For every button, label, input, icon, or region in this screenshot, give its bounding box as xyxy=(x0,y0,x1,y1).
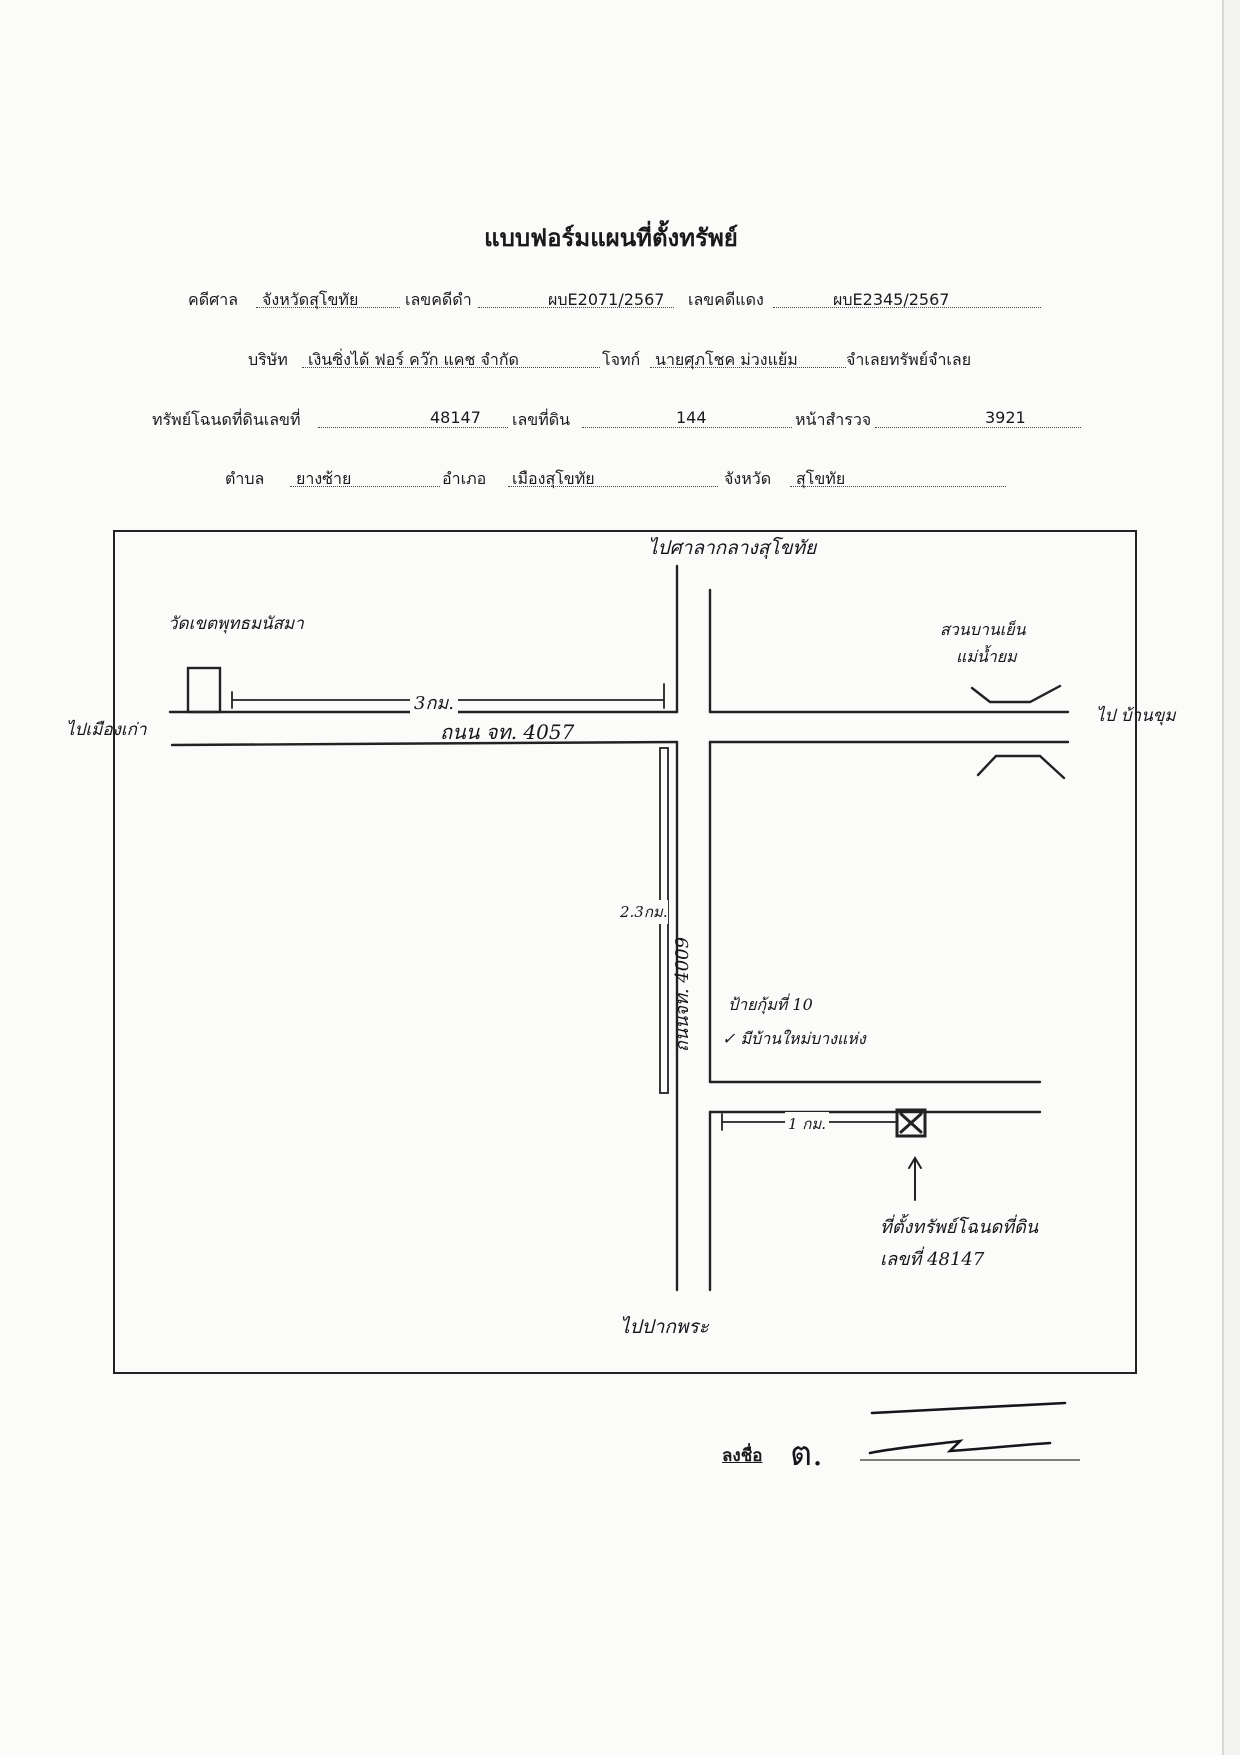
east-label: ไป บ้านขุม xyxy=(1096,706,1176,726)
distance-lane-label: 1 กม. xyxy=(785,1112,830,1136)
company-label: บริษัท xyxy=(248,350,288,369)
signature-scribble xyxy=(860,1401,1080,1461)
main-road-label: ถนน จท. 4057 xyxy=(440,720,575,744)
land-no-label: เลขที่ดิน xyxy=(512,410,571,429)
location-row: ตำบล ยางซ้าย อำเภอ เมืองสุโขทัย จังหวัด … xyxy=(0,467,1222,491)
road-line xyxy=(170,740,679,747)
park-label-2: แม่น้ำยม xyxy=(956,647,1017,666)
tambon-label: ตำบล xyxy=(225,469,265,488)
temple-label: วัดเขตพุทธมนัสมา xyxy=(168,614,304,634)
case-row: คดีศาล จังหวัดสุโขทัย เลขคดีดำ ผบE2071/2… xyxy=(0,288,1222,312)
defendant-label: จำเลยทรัพย์จำเลย xyxy=(846,350,972,369)
amphoe-value: เมืองสุโขทัย xyxy=(512,469,595,488)
distance-south-label: 2.3กม. xyxy=(620,900,668,924)
survey-value: 3921 xyxy=(985,408,1026,427)
landmark-sign: ป้ายกุ้มที่ 10 xyxy=(728,995,813,1014)
black-no-label: เลขคดีดำ xyxy=(405,290,472,309)
west-label: ไปเมืองเก่า xyxy=(66,720,147,740)
landmark-houses: ✓ มีบ้านใหม่บางแห่ง xyxy=(722,1029,866,1048)
deed-label: ทรัพย์โฉนดที่ดินเลขที่ xyxy=(152,410,301,429)
plaintiff-label: โจทก์ xyxy=(602,350,641,369)
amphoe-label: อำเภอ xyxy=(442,469,487,488)
property-label-1: ที่ตั้งทรัพย์โฉนดที่ดิน xyxy=(880,1217,1039,1238)
property-row: ทรัพย์โฉนดที่ดินเลขที่ 48147 เลขที่ดิน 1… xyxy=(0,408,1222,432)
side-road-label: ถนนจท. 4009 xyxy=(672,936,694,1053)
bridge-icon xyxy=(976,754,1066,780)
land-no-value: 144 xyxy=(676,408,707,427)
temple-icon xyxy=(186,666,222,714)
province-label: จังหวัด xyxy=(724,469,772,488)
red-no-value: ผบE2345/2567 xyxy=(833,290,950,309)
court-label: คดีศาล xyxy=(188,290,239,309)
map-frame xyxy=(113,530,1137,1374)
survey-label: หน้าสำรวจ xyxy=(795,410,872,429)
deed-value: 48147 xyxy=(430,408,481,427)
court-value: จังหวัดสุโขทัย xyxy=(262,290,359,309)
north-label: ไปศาลากลางสุโขทัย xyxy=(648,537,817,559)
province-value: สุโขทัย xyxy=(796,469,846,488)
distance-west-label: 3กม. xyxy=(410,688,458,717)
property-marker-icon xyxy=(895,1108,927,1138)
south-label: ไปปากพระ xyxy=(620,1316,709,1338)
black-no-value: ผบE2071/2567 xyxy=(548,290,665,309)
company-value: เงินซิ่งได้ ฟอร์ คว๊ก แคช จำกัด xyxy=(308,350,519,369)
parties-row: บริษัท เงินซิ่งได้ ฟอร์ คว๊ก แคช จำกัด โ… xyxy=(0,348,1222,372)
form-title: แบบฟอร์มแผนที่ตั้งทรัพย์ xyxy=(484,224,738,252)
signature-label: ลงชื่อ xyxy=(722,1446,763,1466)
bridge-icon xyxy=(970,684,1062,704)
red-no-label: เลขคดีแดง xyxy=(688,290,764,309)
park-label-1: สวนบานเย็น xyxy=(940,620,1026,639)
tambon-value: ยางซ้าย xyxy=(296,469,352,488)
plaintiff-value: นายศุภโชค ม่วงแย้ม xyxy=(655,350,798,369)
property-label-2: เลขที่ 48147 xyxy=(880,1249,985,1270)
signature-mark: ต. xyxy=(790,1434,823,1474)
